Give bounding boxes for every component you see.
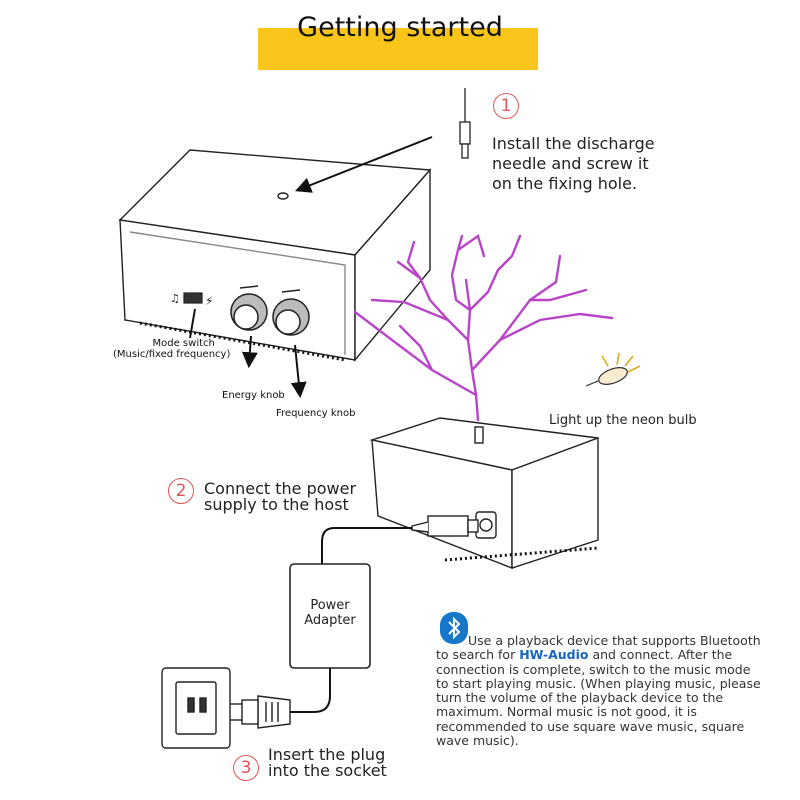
step1-number: 1 [493, 93, 519, 119]
step2-number: 2 [168, 478, 194, 504]
discharge-needle [459, 88, 471, 159]
callout-lines [189, 308, 307, 399]
neon-bulb-label: Light up the neon bulb [549, 413, 697, 428]
svg-text:⚡: ⚡ [205, 294, 213, 308]
dc-cable [321, 527, 412, 566]
step2-text: Connect the power supply to the host [204, 479, 357, 514]
wall-socket [161, 667, 231, 749]
mode-switch-label: Mode switch (Music/fixed frequency) [113, 338, 231, 360]
device-name: HW-Audio [519, 647, 589, 663]
step3-number: 3 [233, 755, 259, 781]
ac-plug [230, 695, 291, 729]
energy-knob-icon [230, 285, 268, 331]
power-adapter-label: Power Adapter [304, 598, 356, 628]
title-banner [258, 28, 538, 70]
ac-cable [290, 668, 331, 713]
frequency-knob-label: Frequency knob [276, 408, 356, 419]
bluetooth-instructions: Use a playback device that supports Blue… [436, 633, 761, 749]
energy-knob-label: Energy knob [222, 390, 285, 401]
step1-text: Install the discharge needle and screw i… [492, 134, 655, 193]
svg-text:♫: ♫ [170, 292, 180, 305]
needle-arrow [295, 136, 433, 193]
frequency-knob-icon [272, 289, 310, 336]
bluetooth-icon [440, 612, 468, 644]
page-title: Getting started [297, 12, 503, 43]
device-top [118, 149, 432, 362]
device-bottom [369, 417, 599, 570]
mode-switch-icon: ♫ ⚡ [170, 292, 213, 308]
neon-bulb-icon [585, 352, 641, 387]
step3-text: Insert the plug into the socket [268, 745, 387, 780]
plasma-arc [353, 234, 614, 422]
